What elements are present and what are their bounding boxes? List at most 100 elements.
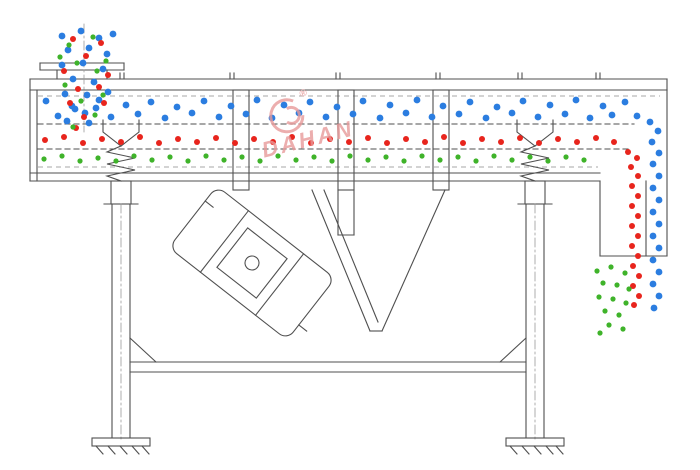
red-particle xyxy=(61,134,67,140)
red-particle xyxy=(232,140,238,146)
blue-particle xyxy=(654,127,662,135)
blue-particle xyxy=(546,101,554,109)
red-particle xyxy=(118,139,124,145)
red-particle xyxy=(327,136,333,142)
green-particle xyxy=(608,264,614,270)
red-particle xyxy=(635,173,641,179)
blue-particle xyxy=(107,113,115,121)
green-particle xyxy=(401,158,407,164)
green-particle xyxy=(239,154,245,160)
green-particle xyxy=(185,158,191,164)
green-particle xyxy=(419,153,425,159)
red-particle xyxy=(67,100,73,106)
green-particle xyxy=(90,34,96,40)
green-particle xyxy=(131,153,137,159)
red-particle xyxy=(635,253,641,259)
red-particle xyxy=(574,139,580,145)
blue-particle xyxy=(655,149,663,157)
blue-particle xyxy=(58,32,66,40)
blue-particle xyxy=(428,113,436,121)
blue-particle xyxy=(413,96,421,104)
red-particle xyxy=(42,137,48,143)
red-particle xyxy=(96,84,102,90)
blue-particle xyxy=(54,112,62,120)
blue-particle xyxy=(99,65,107,73)
support-leg-left xyxy=(91,203,151,455)
blue-particle xyxy=(439,102,447,110)
blue-particle xyxy=(92,104,100,112)
blue-particle xyxy=(493,103,501,111)
green-particle xyxy=(94,68,100,74)
base-cross-beam xyxy=(129,337,527,373)
green-particle xyxy=(473,158,479,164)
red-particle xyxy=(611,139,617,145)
green-particle xyxy=(95,155,101,161)
red-particle xyxy=(105,72,111,78)
blue-particle xyxy=(534,113,542,121)
blue-particle xyxy=(85,119,93,127)
blue-particle xyxy=(242,110,250,118)
blue-particle xyxy=(648,138,656,146)
motor-shaft-icon xyxy=(244,255,260,271)
blue-particle xyxy=(655,172,663,180)
red-particle xyxy=(80,140,86,146)
blue-particle xyxy=(280,101,288,109)
blue-particle xyxy=(649,280,657,288)
blue-particle xyxy=(621,98,629,106)
red-particle xyxy=(213,135,219,141)
red-particle xyxy=(61,68,67,74)
red-particle xyxy=(498,139,504,145)
green-particle xyxy=(167,154,173,160)
red-particle xyxy=(75,86,81,92)
blue-particle xyxy=(519,97,527,105)
blue-particle xyxy=(655,244,663,252)
green-particle xyxy=(257,158,263,164)
blue-particle xyxy=(61,90,69,98)
red-particle xyxy=(137,134,143,140)
screen-top-cover xyxy=(29,72,668,91)
blue-particle xyxy=(402,109,410,117)
red-particle xyxy=(460,140,466,146)
green-particle xyxy=(347,153,353,159)
red-particle xyxy=(251,136,257,142)
blue-particle xyxy=(655,196,663,204)
blue-particle xyxy=(215,113,223,121)
blue-particle xyxy=(586,114,594,122)
red-particle xyxy=(625,149,631,155)
green-particle xyxy=(455,154,461,160)
green-particle xyxy=(78,98,84,104)
red-particle xyxy=(634,155,640,161)
red-particle xyxy=(101,100,107,106)
blue-particle xyxy=(104,88,112,96)
red-particle xyxy=(635,193,641,199)
green-particle xyxy=(113,158,119,164)
red-particle xyxy=(629,183,635,189)
motor-bracket xyxy=(311,189,446,332)
blue-particle xyxy=(253,96,261,104)
red-particle xyxy=(628,164,634,170)
green-particle xyxy=(620,326,626,332)
baffle-plates xyxy=(232,89,450,236)
blue-particle xyxy=(333,103,341,111)
red-particle xyxy=(384,140,390,146)
green-particle xyxy=(293,157,299,163)
blue-particle xyxy=(633,112,641,120)
blue-particle xyxy=(42,97,50,105)
green-particle xyxy=(41,156,47,162)
blue-particle xyxy=(227,102,235,110)
green-particle xyxy=(62,82,68,88)
foot-plate xyxy=(505,437,565,447)
green-particle xyxy=(491,153,497,159)
red-particle xyxy=(593,135,599,141)
blue-particle xyxy=(188,109,196,117)
green-particle xyxy=(594,268,600,274)
blue-particle xyxy=(482,114,490,122)
green-particle xyxy=(616,312,622,318)
green-particle xyxy=(581,157,587,163)
green-particle xyxy=(70,124,76,130)
blue-particle xyxy=(58,61,66,69)
red-particle xyxy=(270,139,276,145)
blue-particle xyxy=(69,75,77,83)
screen-decks xyxy=(37,95,660,168)
red-particle xyxy=(629,243,635,249)
